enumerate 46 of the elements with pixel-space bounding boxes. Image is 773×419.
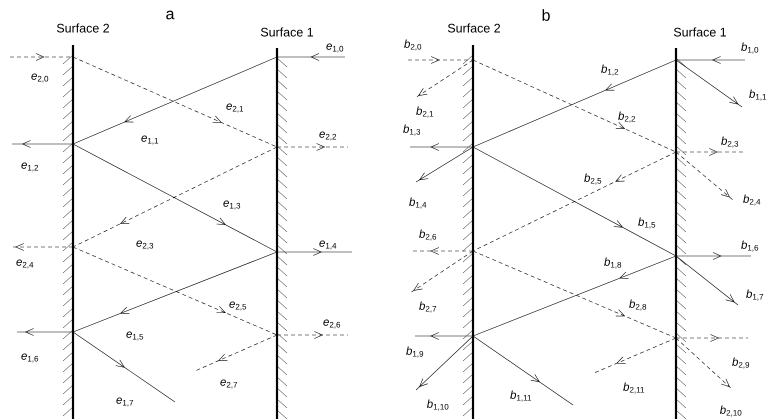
ray-label: b$_{1,5}$ [638,217,656,229]
ray-label: e$_{1,4}$ [319,240,336,250]
ray-label: e$_{1,1}$ [141,136,158,144]
ray-label: b$_{1,1}$ [749,89,766,101]
ray-label: b$_{2,0}$ [404,39,422,51]
surface-label: Surface 2 [56,23,110,33]
ray-label: b$_{1,7}$ [746,289,764,301]
ray-label: b$_{1,6}$ [741,240,758,252]
ray-label: b$_{2,4}$ [743,194,760,206]
ray-label: e$_{1,6}$ [21,354,38,362]
ray-label: e$_{2,0}$ [31,74,48,82]
ray-label: b$_{1,10}$ [426,399,448,411]
ray-label: b$_{1,2}$ [601,64,618,76]
panel-letter: b [542,9,550,21]
ray-label: b$_{2,5}$ [584,173,602,185]
ray-label: e$_{2,4}$ [16,260,34,268]
ray-label: e$_{1,0}$ [326,44,344,52]
ray-label: b$_{2,9}$ [732,357,750,369]
ray-label: e$_{2,2}$ [319,132,336,140]
ray-label: b$_{1,3}$ [403,124,420,136]
ray-label: b$_{2,11}$ [623,382,644,394]
ray-label: e$_{2,5}$ [229,302,246,310]
surface-label: Surface 2 [448,23,500,33]
panel-letter: a [166,10,174,20]
ray-label: e$_{2,3}$ [136,240,154,250]
ray-label: b$_{2,8}$ [629,299,646,311]
ray-label: b$_{2,3}$ [721,136,738,148]
ray-label: b$_{2,7}$ [419,301,436,313]
ray-label: b$_{2,1}$ [416,106,434,118]
ray-label: e$_{1,7}$ [116,398,134,406]
ray-label: b$_{2,6}$ [419,229,436,241]
ray-label: b$_{1,0}$ [741,42,758,54]
ray-label: e$_{1,2}$ [21,162,38,172]
ray-label: b$_{2,10}$ [720,405,742,417]
ray-label: b$_{1,11}$ [510,390,532,402]
ray-label: e$_{2,7}$ [220,380,238,388]
surface-label: Surface 1 [674,27,726,37]
ray-label: e$_{1,5}$ [126,332,144,340]
ray-label: b$_{1,8}$ [604,257,622,269]
ray-label: b$_{1,4}$ [409,197,426,209]
ray-label: b$_{2,2}$ [618,111,636,123]
surface-label: Surface 1 [260,27,314,37]
ray-label: e$_{2,6}$ [323,320,340,328]
ray-label: e$_{1,3}$ [223,200,240,210]
ray-label: e$_{2,1}$ [226,104,244,112]
ray-label: b$_{1,9}$ [406,346,424,358]
